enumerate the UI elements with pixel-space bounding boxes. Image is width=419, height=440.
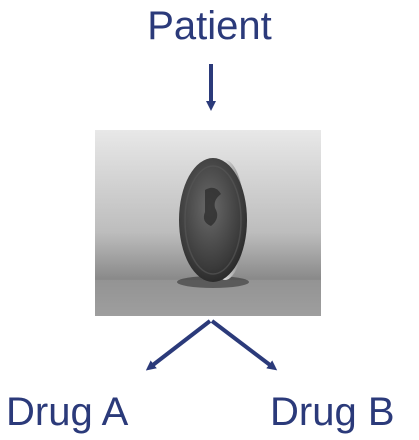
coin-photo <box>95 130 321 316</box>
node-drug-b: Drug B <box>270 392 395 432</box>
arrow-photo-to-drug-b <box>212 321 274 368</box>
arrow-photo-to-drug-a <box>149 321 210 368</box>
node-drug-a: Drug A <box>6 392 128 432</box>
